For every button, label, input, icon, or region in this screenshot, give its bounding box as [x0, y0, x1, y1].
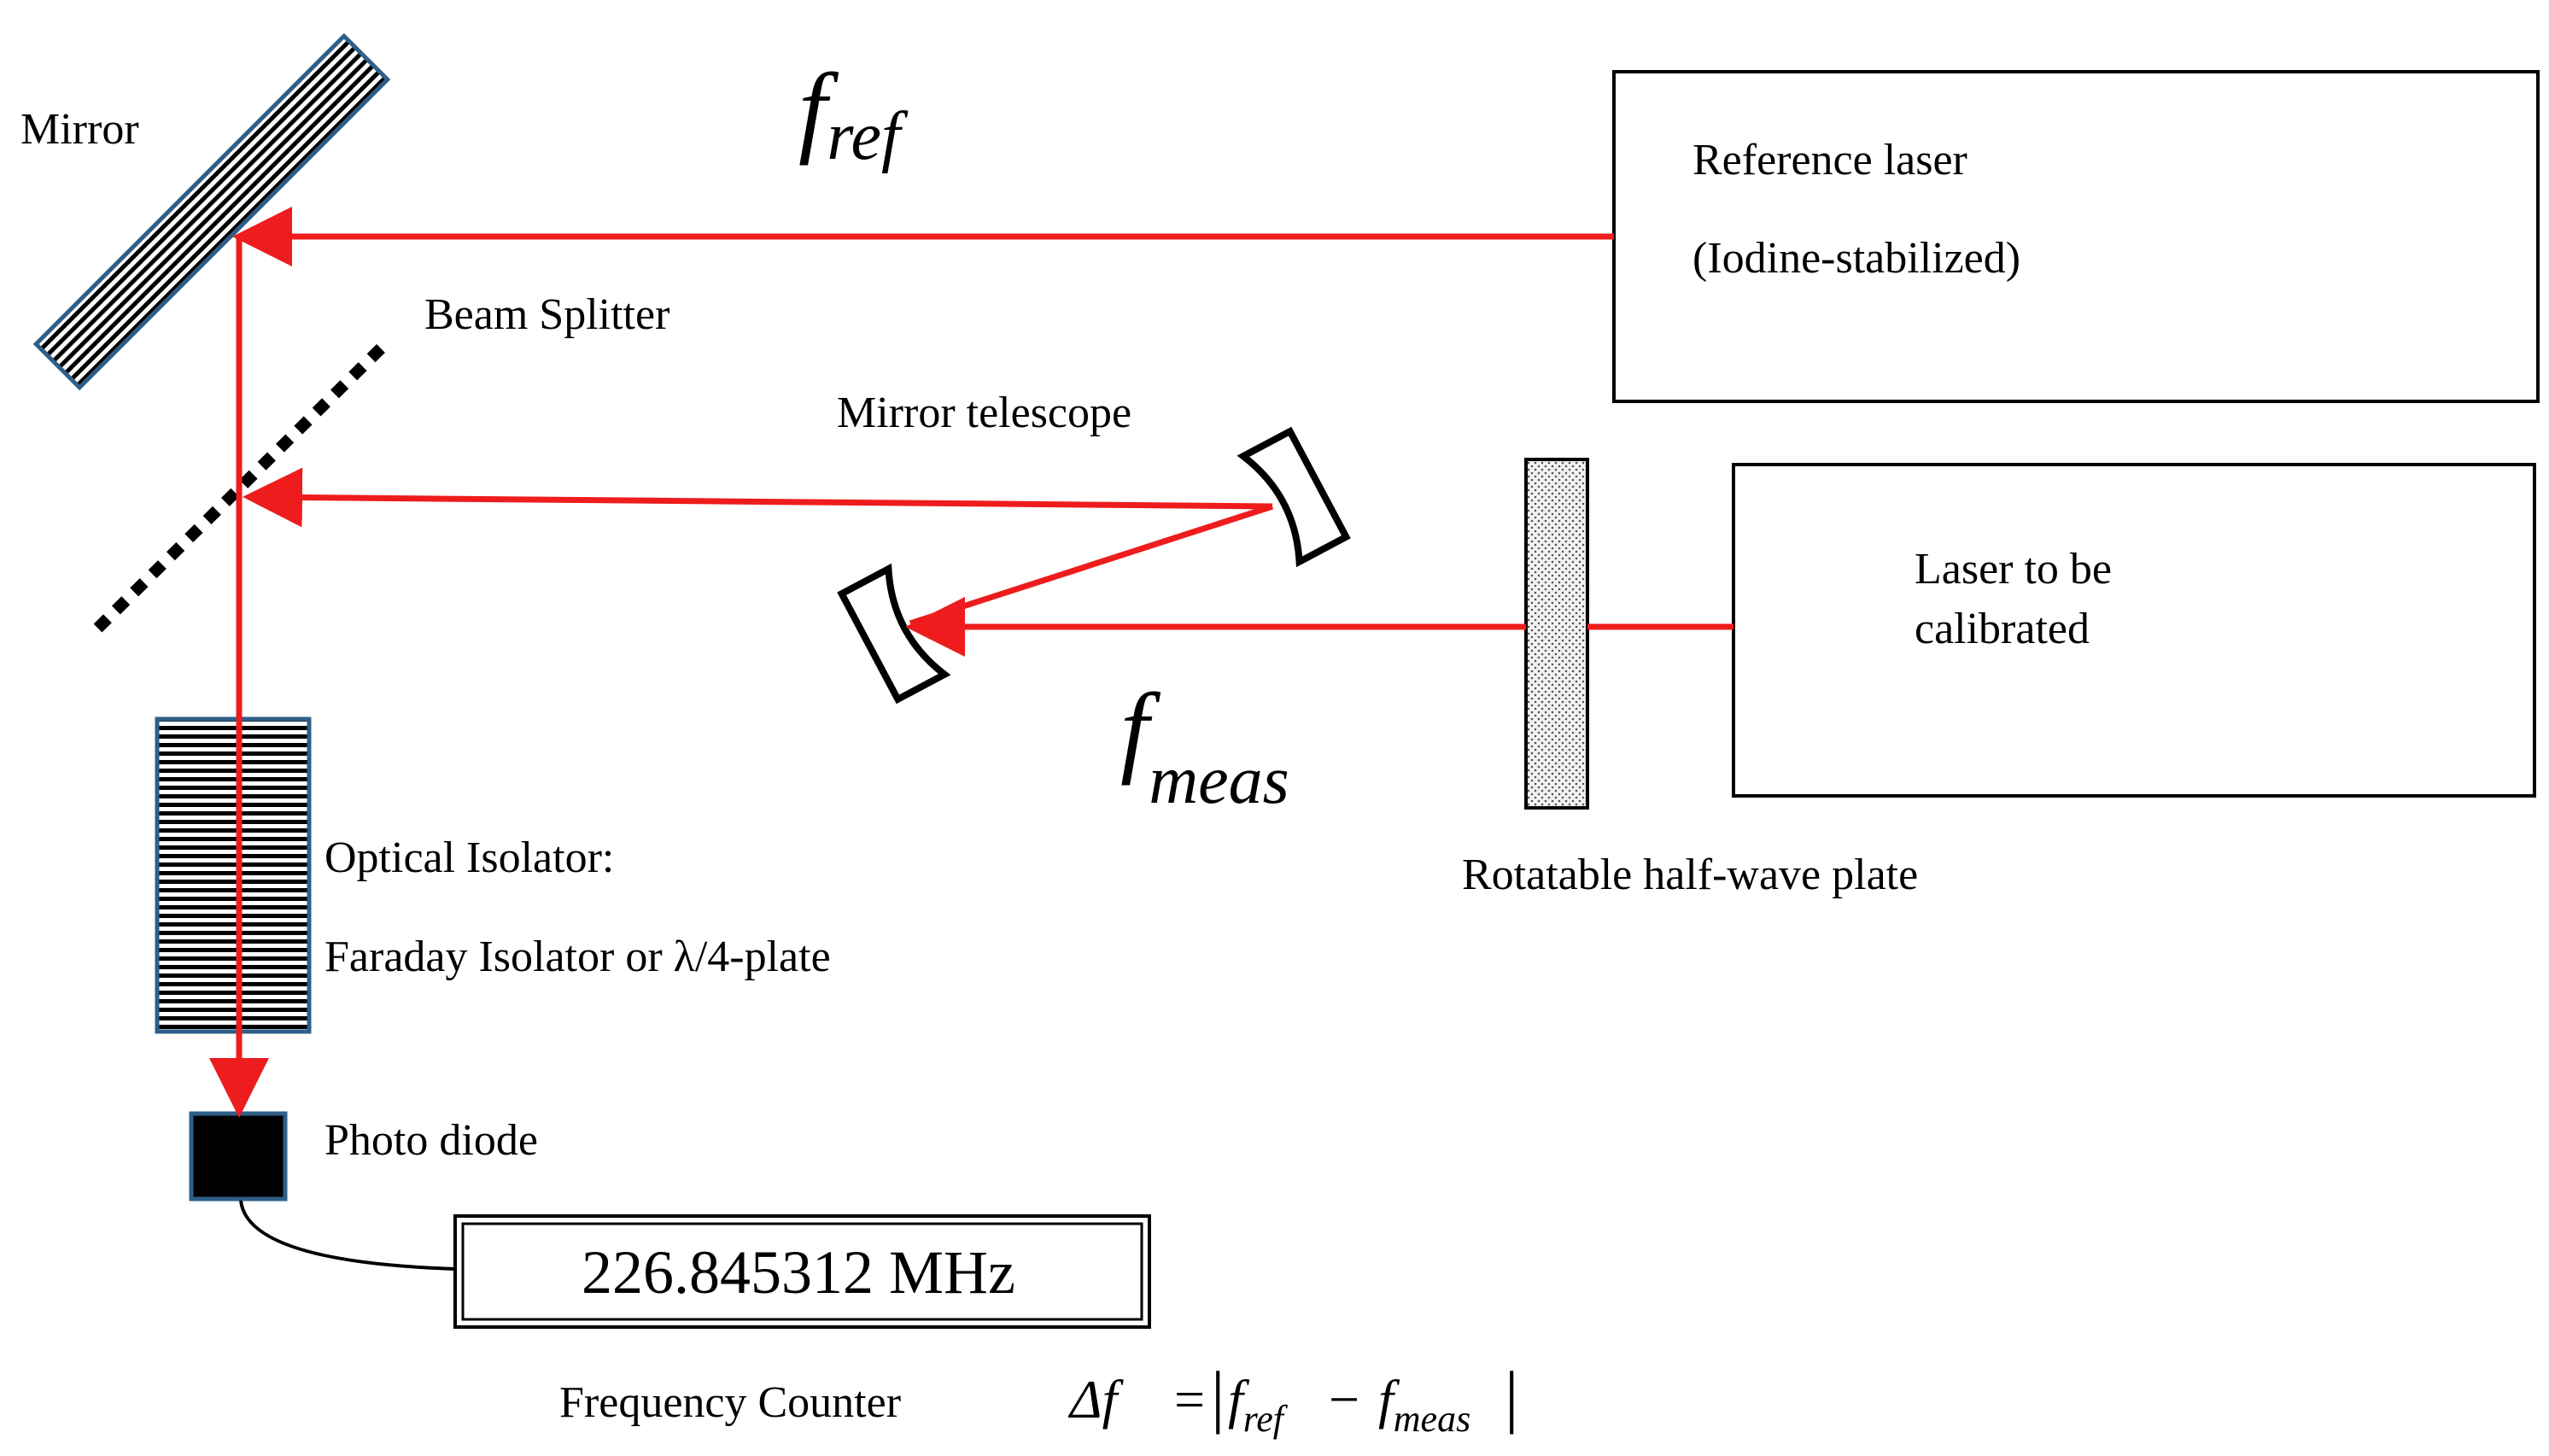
photo-diode-label: Photo diode — [324, 1116, 538, 1165]
beam-splitter-label: Beam Splitter — [424, 290, 669, 339]
delta-f-symbol: Δf — [1067, 1369, 1125, 1430]
frequency-reading: 226.845312 MHz — [582, 1238, 1015, 1307]
mirror-label: Mirror — [20, 105, 139, 154]
reference-laser-label: Reference laser — [1693, 136, 1967, 184]
frequency-counter-display: 226.845312 MHz — [453, 1214, 1151, 1329]
measured-beam-to-splitter — [243, 467, 1273, 528]
f-ref-term: fref — [1228, 1369, 1289, 1440]
mirror-telescope-label: Mirror telescope — [837, 389, 1131, 437]
laser-to-calibrate-label-line1: Laser to be — [1915, 545, 2112, 594]
telescope-internal-beam — [909, 503, 1274, 627]
telescope-mirror-upper — [1236, 426, 1351, 568]
f-ref-label: fref — [798, 52, 909, 174]
abs-bar-right: | — [1505, 1357, 1518, 1435]
f-meas-term: fmeas — [1378, 1369, 1470, 1440]
optical-isolator — [155, 716, 312, 1034]
photo-diode — [189, 1111, 288, 1202]
frequency-counter-label: Frequency Counter — [559, 1378, 901, 1427]
half-wave-plate — [1524, 458, 1589, 810]
minus-sign: − — [1329, 1369, 1359, 1430]
optical-isolator-label: Optical Isolator: — [324, 833, 614, 882]
laser-to-calibrate-label-line2: calibrated — [1915, 605, 2090, 653]
mirror — [32, 32, 391, 391]
signal-cable — [239, 1200, 457, 1271]
telescope-mirror-lower — [837, 563, 951, 705]
reference-laser-sublabel: (Iodine-stabilized) — [1693, 234, 2020, 283]
abs-bar-left: | — [1211, 1357, 1225, 1435]
half-wave-plate-label: Rotatable half-wave plate — [1462, 851, 1918, 899]
laser-beams — [209, 207, 1733, 1118]
equals-sign: = — [1174, 1369, 1205, 1430]
beam-splitter — [85, 344, 385, 640]
f-meas-label: fmeas — [1120, 672, 1289, 818]
laser-to-calibrate-box — [1732, 463, 2536, 798]
optical-isolator-sublabel: Faraday Isolator or λ/4-plate — [324, 933, 831, 981]
reference-laser-box — [1612, 70, 2540, 403]
delta-f-formula: Δf = | fref − fmeas | — [1067, 1357, 1518, 1440]
